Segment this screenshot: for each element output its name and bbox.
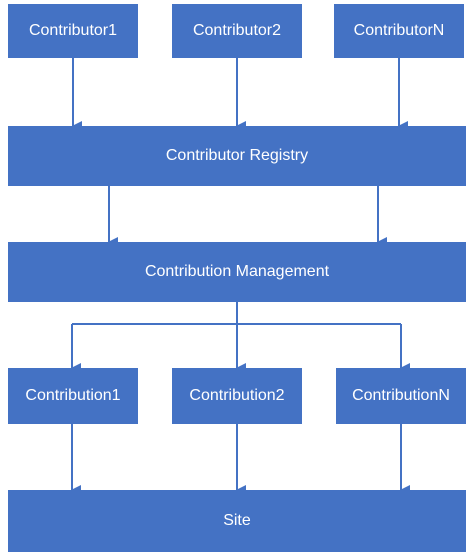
contribution-label: Contribution1 (25, 387, 121, 404)
contribution-management-label: Contribution Management (144, 263, 330, 280)
contributor-box-n: ContributorN (334, 4, 464, 58)
contribution-label: ContributionN (352, 387, 450, 404)
contributor-label: Contributor1 (28, 22, 118, 39)
site-label: Site (223, 512, 251, 529)
contributor-label: Contributor2 (192, 22, 282, 39)
contribution-box-2: Contribution2 (172, 368, 302, 424)
site-box: Site (8, 490, 466, 552)
contributor-registry-box: Contributor Registry (8, 126, 466, 186)
contributor-box-1: Contributor1 (8, 4, 138, 58)
contribution-management-box: Contribution Management (8, 242, 466, 302)
contribution-box-1: Contribution1 (8, 368, 138, 424)
contribution-label: Contribution2 (189, 387, 285, 404)
contributor-label: ContributorN (353, 22, 445, 39)
contributor-box-2: Contributor2 (172, 4, 302, 58)
contributor-registry-label: Contributor Registry (165, 147, 309, 164)
contribution-box-n: ContributionN (336, 368, 466, 424)
branch-management-to-contributions (72, 302, 401, 325)
